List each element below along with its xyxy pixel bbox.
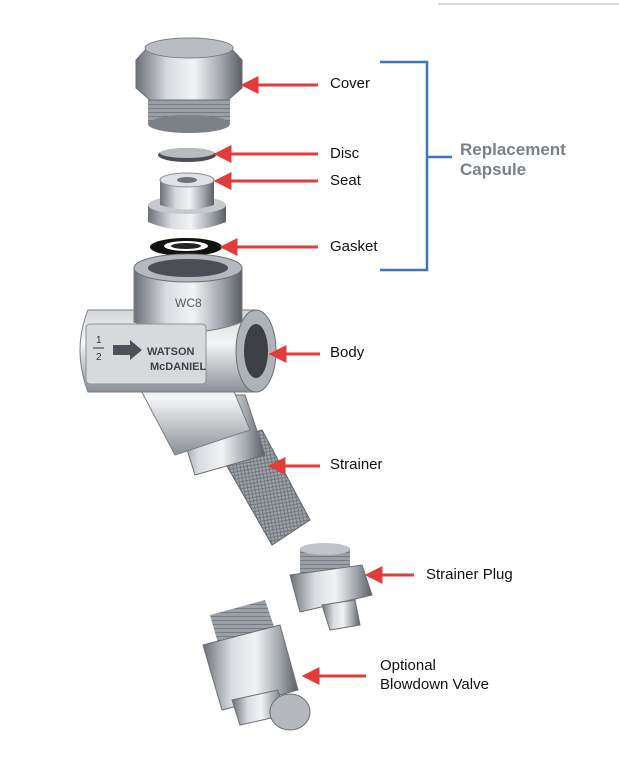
label-replacement-capsule-line2: Capsule [460,160,527,179]
gasket-part [150,238,222,256]
casting-mark: WC8 [175,296,202,310]
disc-part [158,148,216,162]
label-body: Body [330,344,365,361]
label-gasket: Gasket [330,238,378,255]
size-fraction-numerator: 1 [96,335,102,346]
cover-part [135,37,243,133]
seat-part [148,172,226,230]
label-blowdown-line1: Optional [380,657,436,674]
replacement-capsule-bracket [380,60,452,272]
label-seat: Seat [330,172,361,189]
label-strainer: Strainer [330,456,383,473]
blowdown-valve-part [202,600,311,731]
body-part [79,253,277,456]
label-strainer-plug: Strainer Plug [426,566,513,583]
brand-line-1: WATSON [147,346,195,358]
label-replacement-capsule-line1: Replacement [460,140,566,159]
label-cover: Cover [330,75,371,92]
brand-line-2: McDANIEL [150,361,207,373]
label-blowdown-line2: Blowdown Valve [380,676,489,693]
size-fraction-denominator: 2 [96,352,102,363]
label-disc: Disc [330,145,360,162]
strainer-plug-part [289,543,373,631]
callout-arrows [213,76,414,685]
